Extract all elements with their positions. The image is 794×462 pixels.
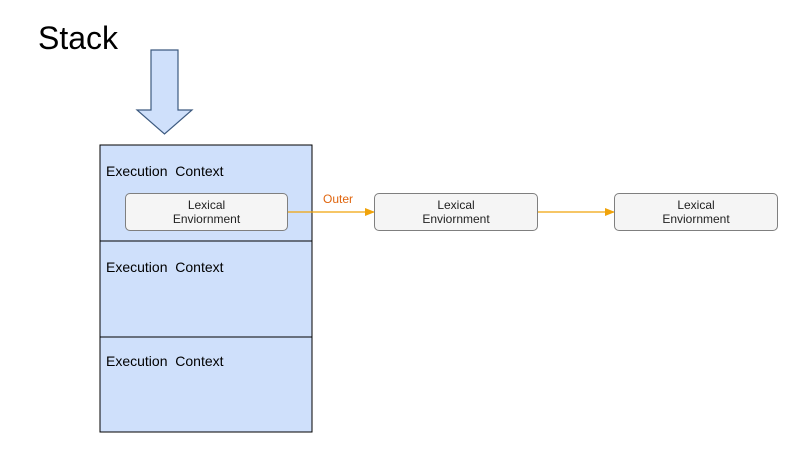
- lexical-environment-box-3: Lexical Enviornment: [614, 193, 778, 231]
- env-line1: Lexical: [677, 198, 715, 212]
- stack-frame-2: [99, 240, 313, 338]
- push-arrow-icon: [135, 49, 194, 135]
- env-line2: Enviornment: [662, 212, 730, 226]
- stack-title: Stack: [38, 20, 119, 56]
- execution-context-label-1: Execution Context: [106, 163, 224, 179]
- lexical-environment-box-2: Lexical Enviornment: [374, 193, 538, 231]
- stack-frame-3: [99, 336, 313, 433]
- env-line2: Enviornment: [422, 212, 490, 226]
- env-line2: Enviornment: [172, 212, 241, 226]
- execution-context-label-3: Execution Context: [106, 353, 224, 369]
- outer-edge-label: Outer: [323, 192, 354, 206]
- execution-context-label-2: Execution Context: [106, 259, 224, 275]
- env-line1: Lexical: [187, 198, 226, 212]
- env-line1: Lexical: [437, 198, 475, 212]
- lexical-environment-box-1: Lexical Enviornment: [125, 193, 288, 231]
